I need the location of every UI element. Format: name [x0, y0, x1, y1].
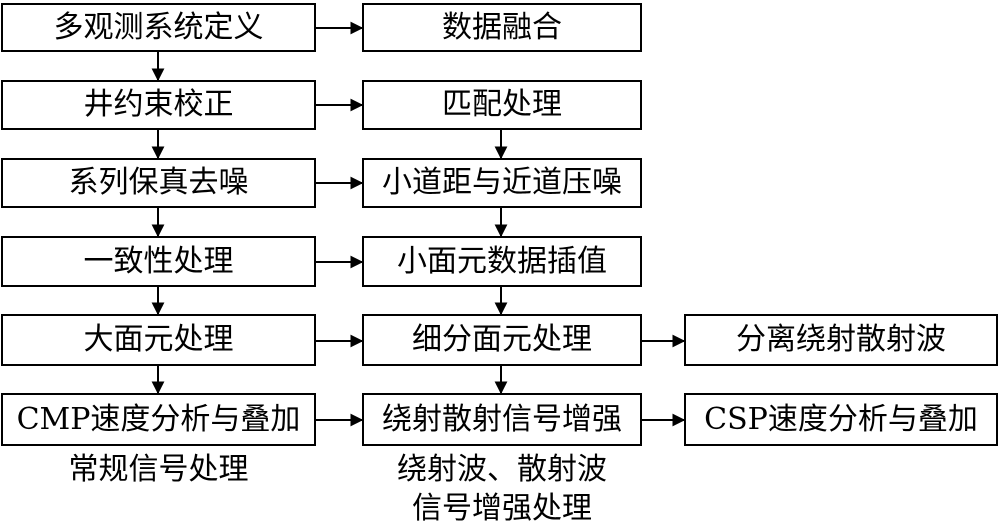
box-label: 绕射散射信号增强: [382, 401, 622, 437]
box-label: 小道距与近道压噪: [382, 165, 622, 200]
box-cmp-velocity-stack: CMP速度分析与叠加: [1, 393, 316, 446]
box-label: 匹配处理: [442, 87, 562, 122]
box-label: 小面元数据插值: [397, 243, 607, 279]
box-csp-velocity-stack: CSP速度分析与叠加: [684, 393, 998, 446]
box-label: 分离绕射散射波: [736, 322, 946, 357]
caption-conventional-processing: 常规信号处理: [68, 452, 249, 487]
box-label: 多观测系统定义: [53, 9, 264, 45]
caption-enhancement-processing-line2: 信号增强处理: [412, 491, 592, 526]
box-label: 大面元处理: [83, 322, 234, 357]
box-diffraction-signal-enhancement: 绕射散射信号增强: [362, 393, 642, 446]
box-small-spacing-noise-suppression: 小道距与近道压噪: [362, 158, 642, 208]
box-label: 数据融合: [442, 9, 562, 45]
box-separate-diffraction-waves: 分离绕射散射波: [684, 314, 998, 366]
box-large-bin-processing: 大面元处理: [1, 314, 316, 366]
box-label: 系列保真去噪: [68, 165, 249, 200]
box-label: 细分面元处理: [412, 322, 592, 357]
box-label: CMP速度分析与叠加: [16, 401, 301, 437]
box-label: CSP速度分析与叠加: [704, 401, 978, 437]
box-label: 井约束校正: [83, 87, 234, 122]
box-consistency-processing: 一致性处理: [1, 236, 316, 287]
box-fidelity-denoising: 系列保真去噪: [1, 158, 316, 208]
box-small-bin-interpolation: 小面元数据插值: [362, 236, 642, 287]
box-well-constrained-correction: 井约束校正: [1, 80, 316, 130]
box-matching-processing: 匹配处理: [362, 80, 642, 130]
box-multi-geometry-definition: 多观测系统定义: [1, 3, 316, 52]
box-data-fusion: 数据融合: [362, 3, 642, 52]
box-label: 一致性处理: [83, 243, 234, 279]
box-subdivided-bin-processing: 细分面元处理: [362, 314, 642, 366]
caption-enhancement-processing-line1: 绕射波、散射波: [397, 452, 607, 487]
